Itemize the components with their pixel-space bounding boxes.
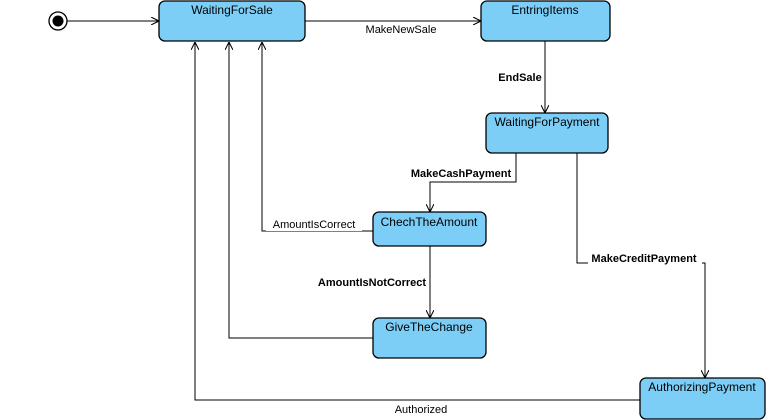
state-waiting-for-payment-label: WaitingForPayment [495,115,601,129]
state-give-the-change-label: GiveTheChange [385,320,473,334]
label-make-credit-payment-text: MakeCreditPayment [591,253,696,265]
state-authorizing-payment-label: AuthorizingPayment [648,380,756,394]
label-amount-is-not-correct: AmountIsNotCorrect [316,275,428,289]
state-waiting-for-payment: WaitingForPayment [485,112,609,154]
label-amount-is-correct: AmountIsCorrect [266,217,362,231]
edge-authorized [195,42,640,401]
label-make-cash-payment-text: MakeCashPayment [411,168,512,180]
state-chech-the-amount-label: ChechTheAmount [381,215,478,229]
edge-make-credit-payment [576,153,705,378]
state-entring-items-label: EntringItems [511,3,578,17]
label-make-new-sale: MakeNewSale [366,24,437,36]
edge-give-change-to-waiting [229,42,373,339]
label-make-credit-payment: MakeCreditPayment [588,251,702,265]
state-give-the-change: GiveTheChange [372,317,487,359]
state-chech-the-amount: ChechTheAmount [372,211,487,247]
edge-amount-is-correct [262,42,373,232]
edge-make-cash-payment [430,153,517,212]
state-authorizing-payment: AuthorizingPayment [639,377,766,420]
label-authorized: Authorized [390,402,454,416]
initial-state-icon [48,11,68,31]
label-end-sale: EndSale [496,70,544,84]
label-end-sale-text: EndSale [498,72,541,84]
label-make-new-sale-text: MakeNewSale [366,24,437,36]
label-amount-is-correct-text: AmountIsCorrect [273,219,356,231]
label-amount-is-not-correct-text: AmountIsNotCorrect [318,277,427,289]
state-entring-items: EntringItems [480,0,611,42]
state-waiting-for-sale-label: WaitingForSale [191,3,273,17]
label-authorized-text: Authorized [395,404,448,416]
state-waiting-for-sale: WaitingForSale [158,0,306,42]
label-make-cash-payment: MakeCashPayment [408,166,514,180]
